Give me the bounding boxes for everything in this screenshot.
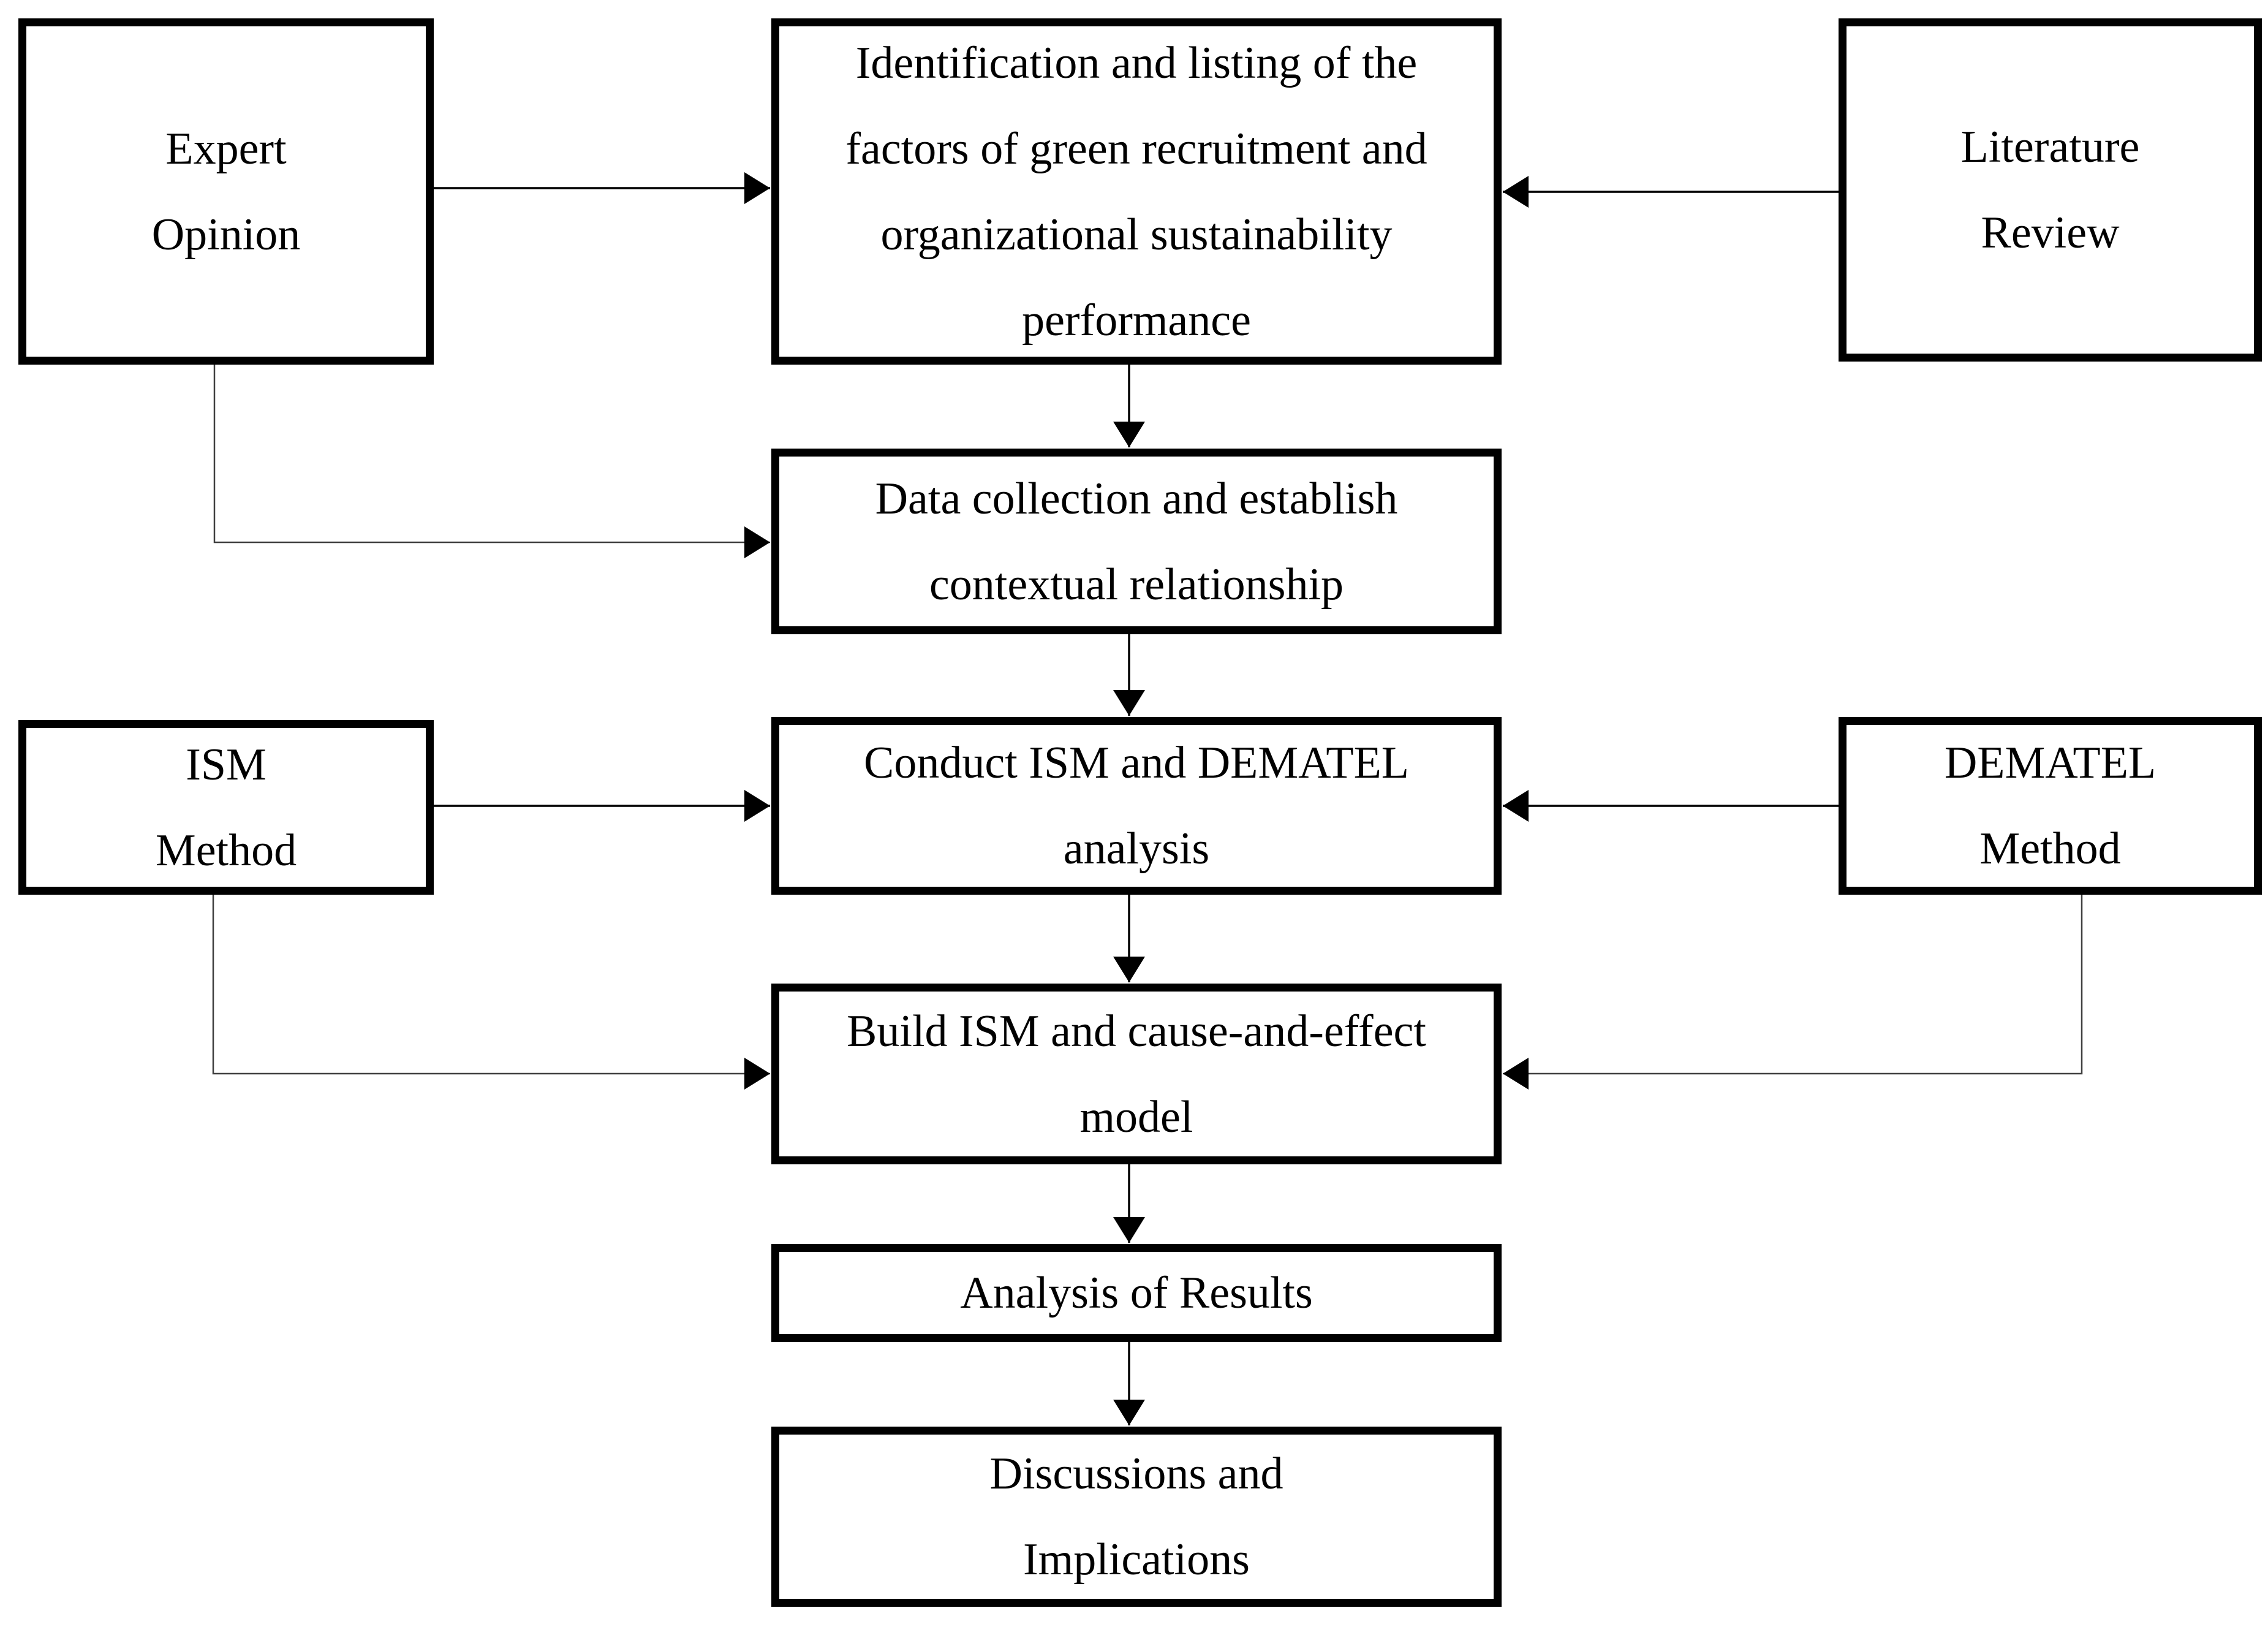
- node-literature-review: Literature Review: [1839, 18, 2262, 362]
- node-expert-opinion-label: Expert Opinion: [151, 123, 301, 260]
- node-build-model: Build ISM and cause-and-effect model: [771, 984, 1502, 1164]
- node-expert-opinion: Expert Opinion: [18, 18, 434, 365]
- node-ism-method-label: ISM Method: [155, 739, 297, 876]
- node-analysis-of-results: Analysis of Results: [771, 1244, 1502, 1342]
- node-discussions-implications: Discussions and Implications: [771, 1427, 1502, 1607]
- node-identification-label: Identification and listing of the factor…: [845, 37, 1427, 346]
- connector-expert-to-data-collection: [213, 365, 770, 558]
- node-discussions-implications-label: Discussions and Implications: [989, 1449, 1283, 1585]
- node-conduct-analysis: Conduct ISM and DEMATEL analysis: [771, 717, 1502, 895]
- node-build-model-label: Build ISM and cause-and-effect model: [847, 1006, 1426, 1142]
- connector-dematel-to-build: [1503, 895, 2083, 1090]
- node-data-collection: Data collection and establish contextual…: [771, 449, 1502, 634]
- node-data-collection-label: Data collection and establish contextual…: [875, 473, 1398, 610]
- node-literature-review-label: Literature Review: [1960, 122, 2140, 258]
- connector-ism-to-build: [212, 895, 770, 1090]
- node-conduct-analysis-label: Conduct ISM and DEMATEL analysis: [864, 738, 1409, 874]
- node-dematel-method: DEMATEL Method: [1839, 717, 2262, 895]
- node-ism-method: ISM Method: [18, 720, 434, 895]
- node-analysis-of-results-label: Analysis of Results: [960, 1268, 1313, 1318]
- node-dematel-method-label: DEMATEL Method: [1944, 738, 2156, 874]
- node-identification: Identification and listing of the factor…: [771, 18, 1502, 365]
